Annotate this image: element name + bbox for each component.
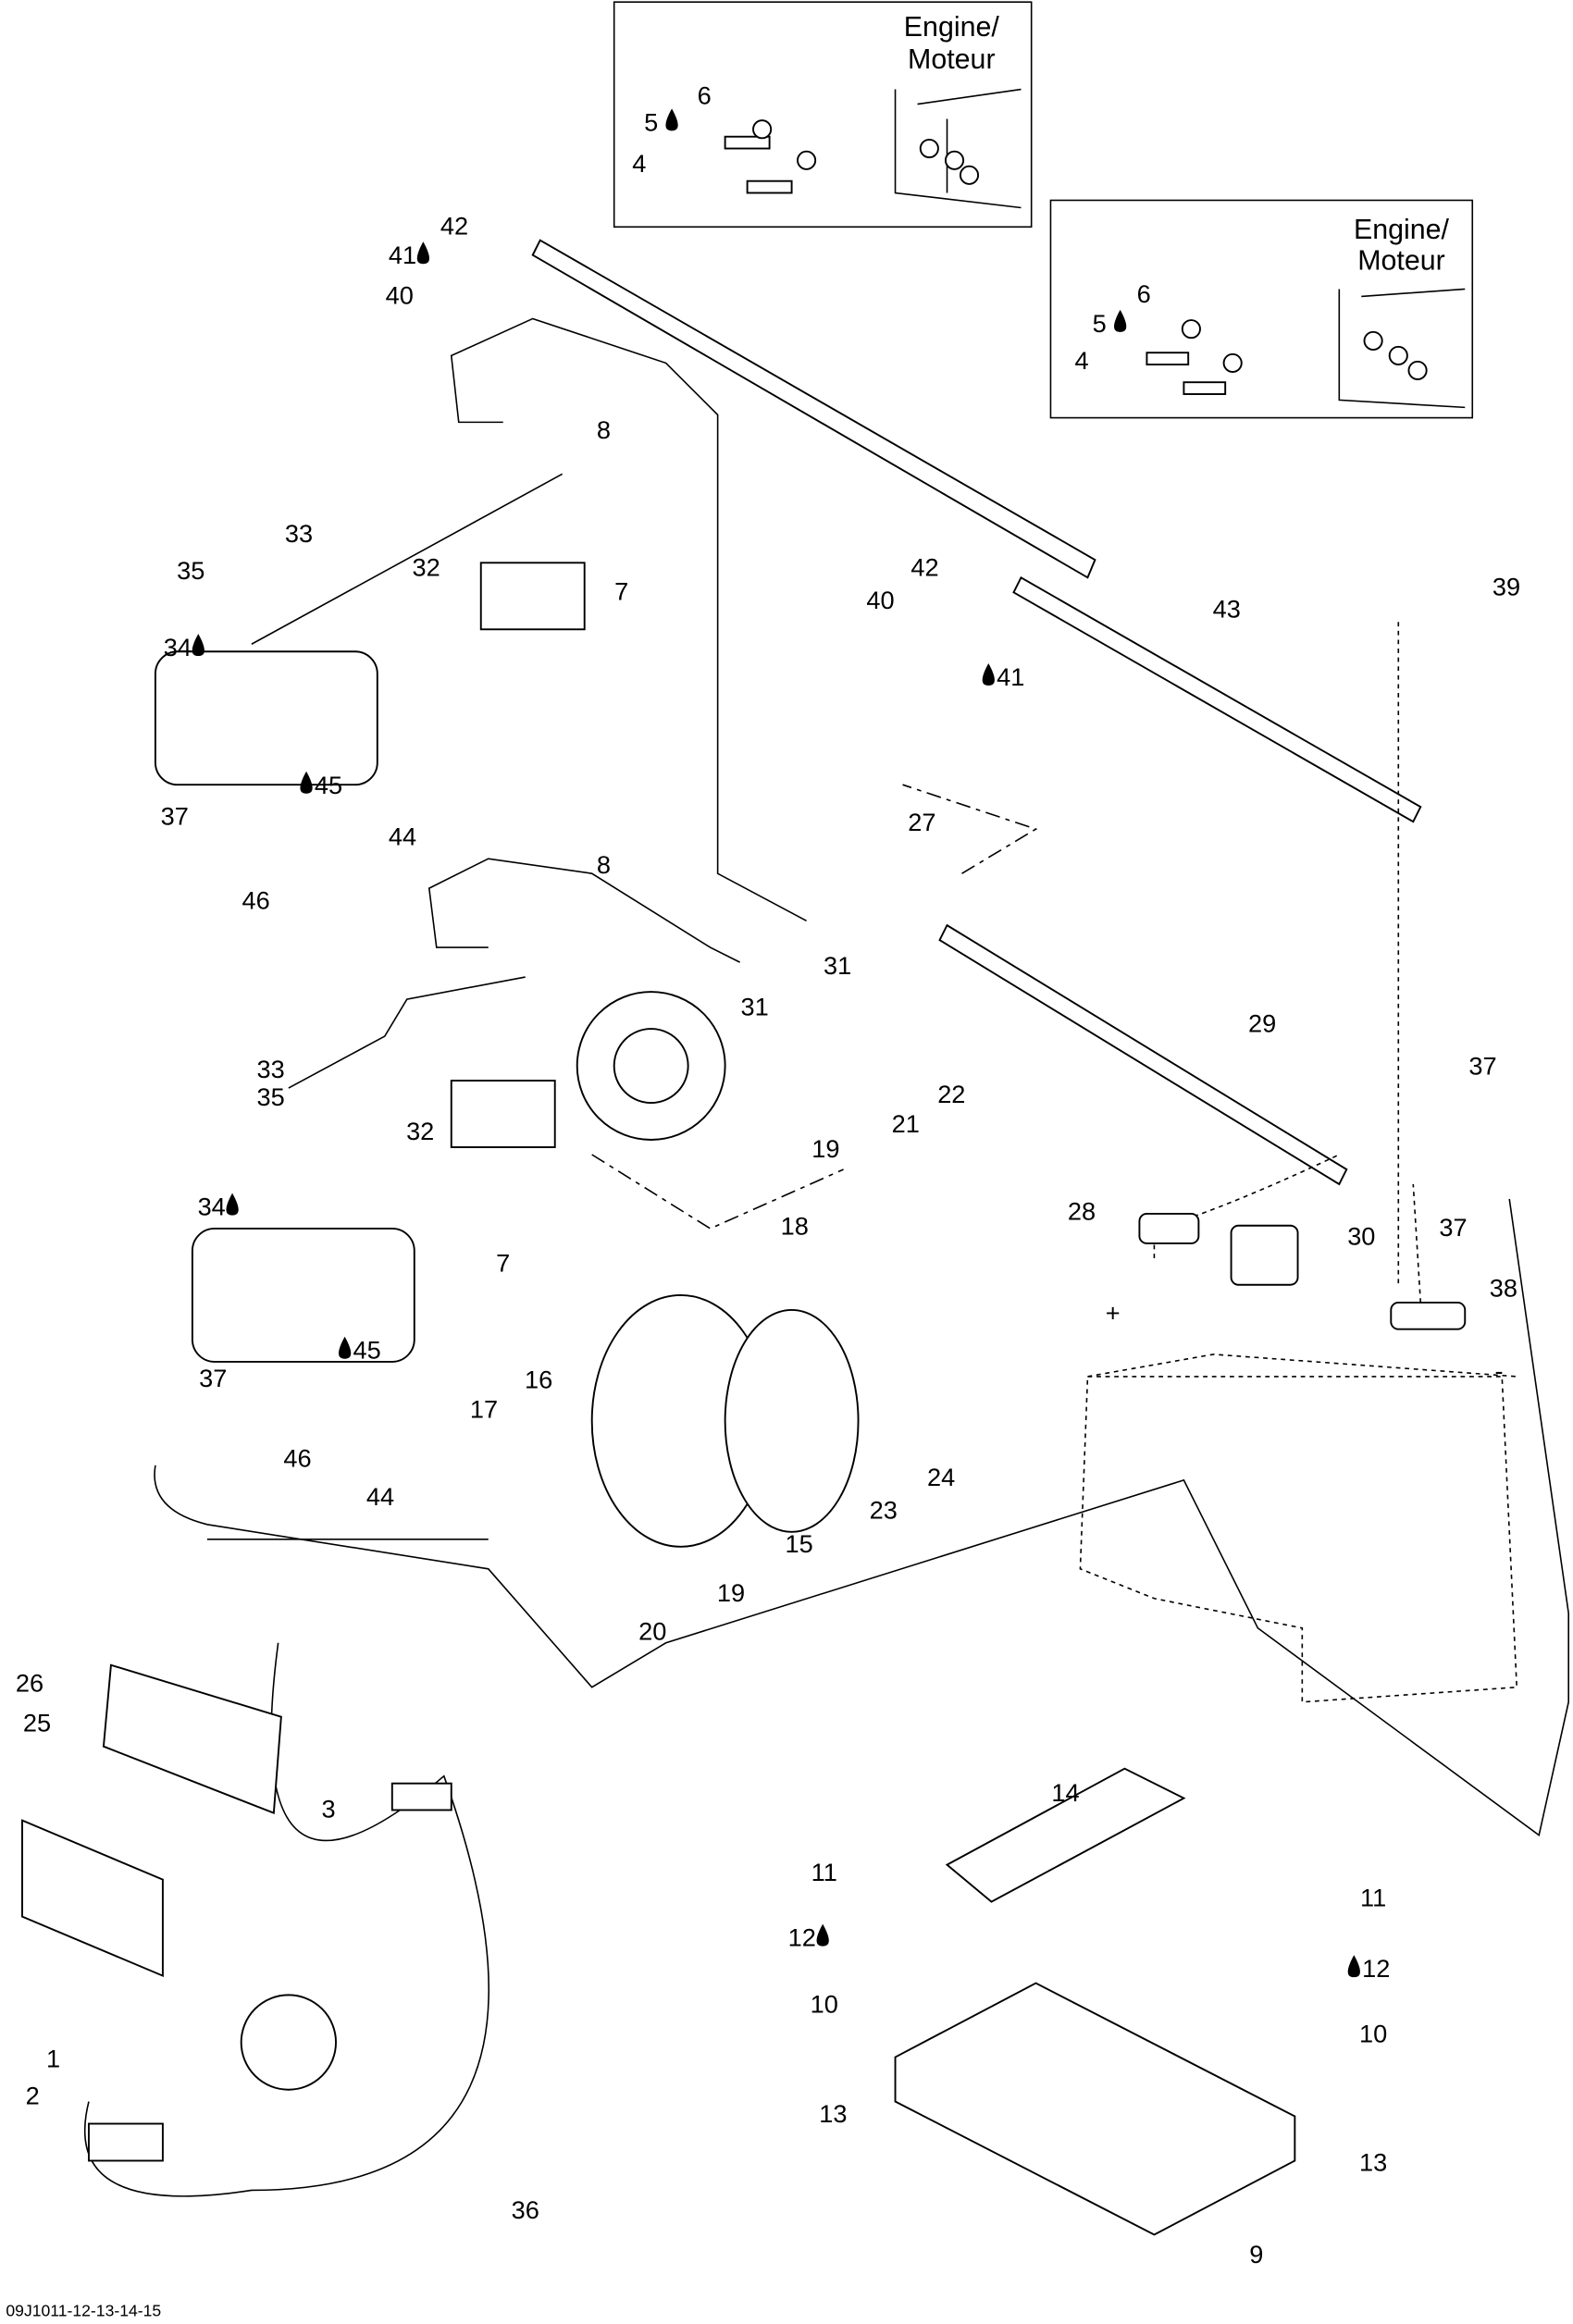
oil-drop-icon (300, 771, 313, 794)
callout-37: 37 (1439, 1213, 1467, 1242)
callout-7: 7 (614, 576, 628, 605)
callout-6: 6 (698, 81, 712, 110)
engine-inset-middle: Engine/ Moteur (1049, 199, 1474, 419)
callout-44: 44 (389, 822, 416, 851)
callout-38: 38 (1490, 1274, 1517, 1303)
callout-45: 45 (353, 1336, 380, 1365)
callout-17: 17 (470, 1395, 498, 1424)
callout-39: 39 (1492, 572, 1520, 600)
callout-13: 13 (1359, 2148, 1387, 2177)
callout-32: 32 (406, 1117, 434, 1145)
callout-10: 10 (811, 1990, 838, 2019)
callout-28: 28 (1068, 1196, 1096, 1225)
callout-40: 40 (866, 586, 894, 614)
callout-35: 35 (257, 1082, 285, 1111)
callout-20: 20 (638, 1617, 666, 1646)
callout-31: 31 (824, 951, 851, 980)
callout-34: 34 (164, 633, 192, 661)
callout-37: 37 (1468, 1052, 1496, 1081)
callout-8: 8 (597, 850, 611, 879)
callout-46: 46 (283, 1443, 311, 1472)
oil-drop-icon (339, 1336, 352, 1359)
callout-5: 5 (1093, 309, 1107, 338)
callout-34: 34 (198, 1193, 226, 1221)
callout-27: 27 (908, 808, 935, 836)
callout-24: 24 (927, 1463, 955, 1491)
callout-45: 45 (315, 771, 342, 799)
callout-36: 36 (512, 2195, 539, 2224)
callout-4: 4 (1074, 346, 1088, 375)
inset-label-line1-b: Engine/ (1354, 214, 1450, 245)
callout-19: 19 (811, 1134, 839, 1163)
cables (84, 239, 1570, 2197)
callout--: - (1495, 1356, 1504, 1385)
callout-8: 8 (597, 415, 611, 444)
callout-33: 33 (257, 1055, 285, 1083)
callout-1: 1 (46, 2045, 60, 2073)
callout-35: 35 (177, 556, 204, 585)
callout-41: 41 (389, 241, 416, 269)
callout-25: 25 (23, 1709, 51, 1737)
callout-16: 16 (525, 1366, 552, 1394)
inset-label-line2: Moteur (908, 43, 996, 75)
callout-23: 23 (870, 1495, 898, 1524)
callout-29: 29 (1248, 1008, 1276, 1037)
oil-drop-icon (816, 1923, 829, 1947)
callout-42: 42 (910, 553, 938, 582)
callout-2: 2 (26, 2082, 40, 2110)
callout-44: 44 (366, 1482, 394, 1511)
callout-18: 18 (781, 1211, 809, 1240)
callout-15: 15 (785, 1529, 812, 1558)
callout-31: 31 (740, 993, 768, 1021)
callout-11: 11 (1360, 1883, 1386, 1911)
callout-33: 33 (285, 519, 313, 548)
callout-9: 9 (1249, 2240, 1263, 2268)
drawing-number: 09J1011-12-13-14-15 (6, 2301, 161, 2319)
callout-+: + (1106, 1299, 1121, 1328)
callout-7: 7 (496, 1248, 510, 1277)
oil-drop-icon (1347, 1955, 1360, 1978)
callout-11: 11 (811, 1858, 837, 1886)
callout-22: 22 (937, 1080, 965, 1108)
callout-41: 41 (997, 662, 1024, 691)
callout-26: 26 (16, 1669, 43, 1698)
oil-drop-icon (982, 663, 995, 686)
oil-drop-icon (416, 241, 429, 265)
oil-drop-icon (1114, 309, 1127, 332)
engine-inset-top: Engine/ Moteur (613, 1, 1033, 229)
callout-5: 5 (644, 107, 658, 136)
callout-21: 21 (892, 1109, 920, 1138)
callout-30: 30 (1347, 1222, 1375, 1251)
callout-37: 37 (199, 1364, 227, 1392)
callout-14: 14 (1051, 1778, 1079, 1807)
callout-42: 42 (440, 211, 468, 240)
callout-12: 12 (1362, 1954, 1390, 1983)
callout-37: 37 (161, 801, 189, 830)
callout-40: 40 (386, 280, 414, 309)
oil-drop-icon (665, 108, 678, 131)
oil-drop-icon (192, 634, 204, 657)
callout-10: 10 (1359, 2020, 1387, 2048)
inset-label-line2-b: Moteur (1357, 245, 1445, 277)
callout-13: 13 (819, 2099, 847, 2128)
callout-43: 43 (1213, 594, 1241, 623)
callout-19: 19 (717, 1578, 745, 1607)
callout-3: 3 (321, 1794, 335, 1823)
oil-drop-icon (226, 1193, 239, 1216)
inset-label-line1: Engine/ (904, 11, 1000, 43)
callout-32: 32 (412, 553, 440, 582)
components (21, 562, 1518, 2236)
callout-4: 4 (632, 149, 646, 178)
callout-12: 12 (788, 1923, 816, 1952)
callout-46: 46 (242, 886, 270, 915)
callout-6: 6 (1137, 279, 1151, 308)
